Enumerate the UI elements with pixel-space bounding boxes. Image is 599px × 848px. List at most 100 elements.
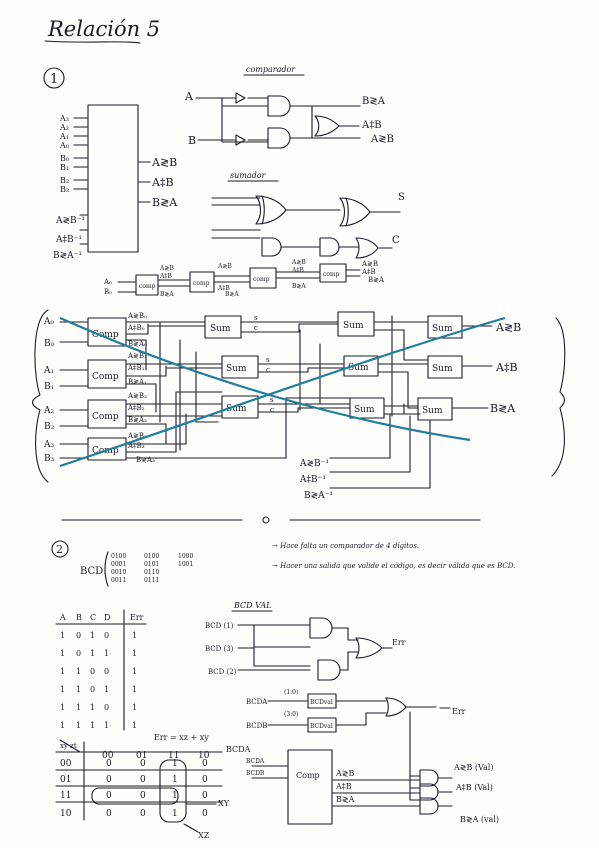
- truth-table: A B C D Err 1 0 1 0 1 1 0 1 1 1 1 1 0 0 …: [55, 609, 147, 731]
- comparator-out-2: A≷B: [370, 134, 394, 145]
- crossed-comp-0: Comp: [92, 330, 119, 340]
- chain-box-1: comp: [139, 283, 156, 290]
- svg-text:BCDA: BCDA: [246, 758, 265, 765]
- svg-text:B: B: [76, 613, 82, 622]
- svg-text:B≷A: B≷A: [292, 283, 306, 290]
- svg-text:1: 1: [132, 649, 137, 658]
- svg-text:1: 1: [104, 649, 109, 658]
- svg-text:Err: Err: [452, 707, 466, 716]
- chain-box-4: comp: [323, 271, 340, 278]
- chain-box-3: comp: [253, 276, 270, 283]
- svg-text:1: 1: [104, 685, 109, 694]
- svg-text:0: 0: [202, 775, 208, 785]
- svg-text:A₂: A₂: [43, 406, 54, 416]
- block-in-2: A₁: [59, 132, 69, 141]
- bcd-brace: [104, 551, 109, 587]
- svg-text:A≷B₁: A≷B₁: [127, 352, 147, 360]
- svg-text:0: 0: [202, 791, 208, 801]
- svg-text:A≷B₂: A≷B₂: [127, 392, 147, 400]
- svg-text:0110: 0110: [144, 569, 159, 576]
- svg-text:B₂: B₂: [44, 422, 55, 432]
- bcd-compare: BCDA BCDB (1:0) (3:0) BCDval BCDval Err: [246, 689, 466, 733]
- svg-text:0: 0: [104, 667, 109, 676]
- title-underline: [44, 40, 141, 44]
- adder-title: sumador: [230, 171, 267, 180]
- block-in-1: A₂: [59, 123, 69, 132]
- svg-text:1: 1: [172, 759, 178, 769]
- svg-text:XY: XY: [218, 799, 230, 808]
- svg-text:A₁: A₁: [43, 366, 54, 376]
- svg-text:BCDB: BCDB: [246, 722, 267, 730]
- chain-box-2: comp: [193, 280, 210, 287]
- svg-text:10: 10: [198, 751, 210, 761]
- svg-text:XZ: XZ: [198, 831, 210, 840]
- svg-text:1: 1: [132, 685, 137, 694]
- svg-text:1: 1: [76, 721, 81, 730]
- block-in-7: B₃: [60, 185, 69, 194]
- adder-out-s: S: [398, 192, 405, 203]
- block-in-10: B≷A⁻¹: [53, 251, 82, 261]
- svg-text:1: 1: [76, 703, 81, 712]
- svg-text:B≷A: B≷A: [336, 795, 355, 804]
- svg-text:1: 1: [132, 667, 137, 676]
- svg-text:s: s: [270, 396, 274, 404]
- svg-text:B≷A: B≷A: [368, 276, 385, 284]
- block-out-2: B≷A: [152, 196, 178, 209]
- svg-text:A₃: A₃: [43, 440, 54, 450]
- svg-text:A‡B: A‡B: [361, 268, 376, 276]
- crossed-diagram: A₀ B₀ A₁ B₁ A₂ B₂ A₃ B₃ Comp Comp Comp C…: [31, 309, 566, 501]
- svg-text:A: A: [59, 613, 66, 622]
- svg-text:A≷B (Val): A≷B (Val): [453, 763, 494, 772]
- svg-text:1001: 1001: [178, 561, 193, 568]
- svg-text:1: 1: [90, 721, 95, 730]
- svg-text:0: 0: [202, 809, 208, 819]
- block-in-3: A₀: [59, 141, 69, 150]
- svg-text:0100: 0100: [144, 553, 159, 560]
- svg-text:A≷B₀: A≷B₀: [127, 312, 147, 320]
- block-out-1: A‡B: [151, 176, 174, 189]
- svg-text:s: s: [254, 314, 258, 322]
- svg-text:1: 1: [60, 667, 65, 676]
- svg-text:1: 1: [76, 685, 81, 694]
- svg-text:0111: 0111: [144, 577, 159, 584]
- comparator-out-0: B≷A: [362, 96, 386, 107]
- crossed-sum-4: Sum: [348, 363, 369, 373]
- or-gate: [355, 637, 393, 659]
- svg-text:C: C: [90, 613, 96, 622]
- note-2: → Hacer una salida que valide el código,…: [272, 562, 515, 570]
- svg-text:A≷B: A≷B: [361, 260, 378, 268]
- svg-text:c: c: [270, 406, 274, 414]
- svg-text:0: 0: [106, 791, 112, 801]
- svg-text:Comp: Comp: [296, 771, 320, 780]
- svg-text:0001: 0001: [111, 561, 126, 568]
- crossed-sum-7: Sum: [432, 364, 453, 374]
- svg-text:B≷A: B≷A: [225, 291, 239, 298]
- divider-dot: [262, 516, 270, 524]
- crossed-sum-5: Sum: [354, 405, 375, 415]
- gate-in-1: BCD (3): [205, 645, 234, 653]
- svg-text:0100: 0100: [111, 553, 126, 560]
- svg-text:0: 0: [106, 775, 112, 785]
- crossed-sum-8: Sum: [422, 406, 443, 416]
- svg-text:1: 1: [60, 703, 65, 712]
- svg-text:xy zt: xy zt: [60, 742, 77, 750]
- svg-text:B≷A: B≷A: [160, 291, 174, 298]
- svg-text:BCDval: BCDval: [310, 723, 333, 730]
- and-gate-2: [317, 659, 341, 681]
- svg-text:A‡B: A‡B: [291, 267, 304, 274]
- crossed-inputs: A₀ B₀ A₁ B₁ A₂ B₂ A₃ B₃: [43, 317, 55, 464]
- svg-text:BCDA: BCDA: [226, 745, 251, 754]
- svg-text:A‡B: A‡B: [159, 273, 172, 280]
- crossed-comp-1: Comp: [92, 372, 119, 382]
- crossed-sum-6: Sum: [432, 324, 453, 334]
- svg-text:s: s: [266, 356, 270, 364]
- svg-text:BCDval: BCDval: [310, 699, 333, 706]
- svg-text:A₀: A₀: [43, 317, 54, 327]
- svg-text:c: c: [254, 324, 258, 332]
- crossed-bottom-in-1: A‡B⁻¹: [299, 475, 326, 485]
- svg-text:1: 1: [104, 721, 109, 730]
- svg-text:A≷B₃: A≷B₃: [127, 432, 147, 440]
- svg-text:00: 00: [102, 751, 114, 761]
- svg-text:0: 0: [106, 759, 112, 769]
